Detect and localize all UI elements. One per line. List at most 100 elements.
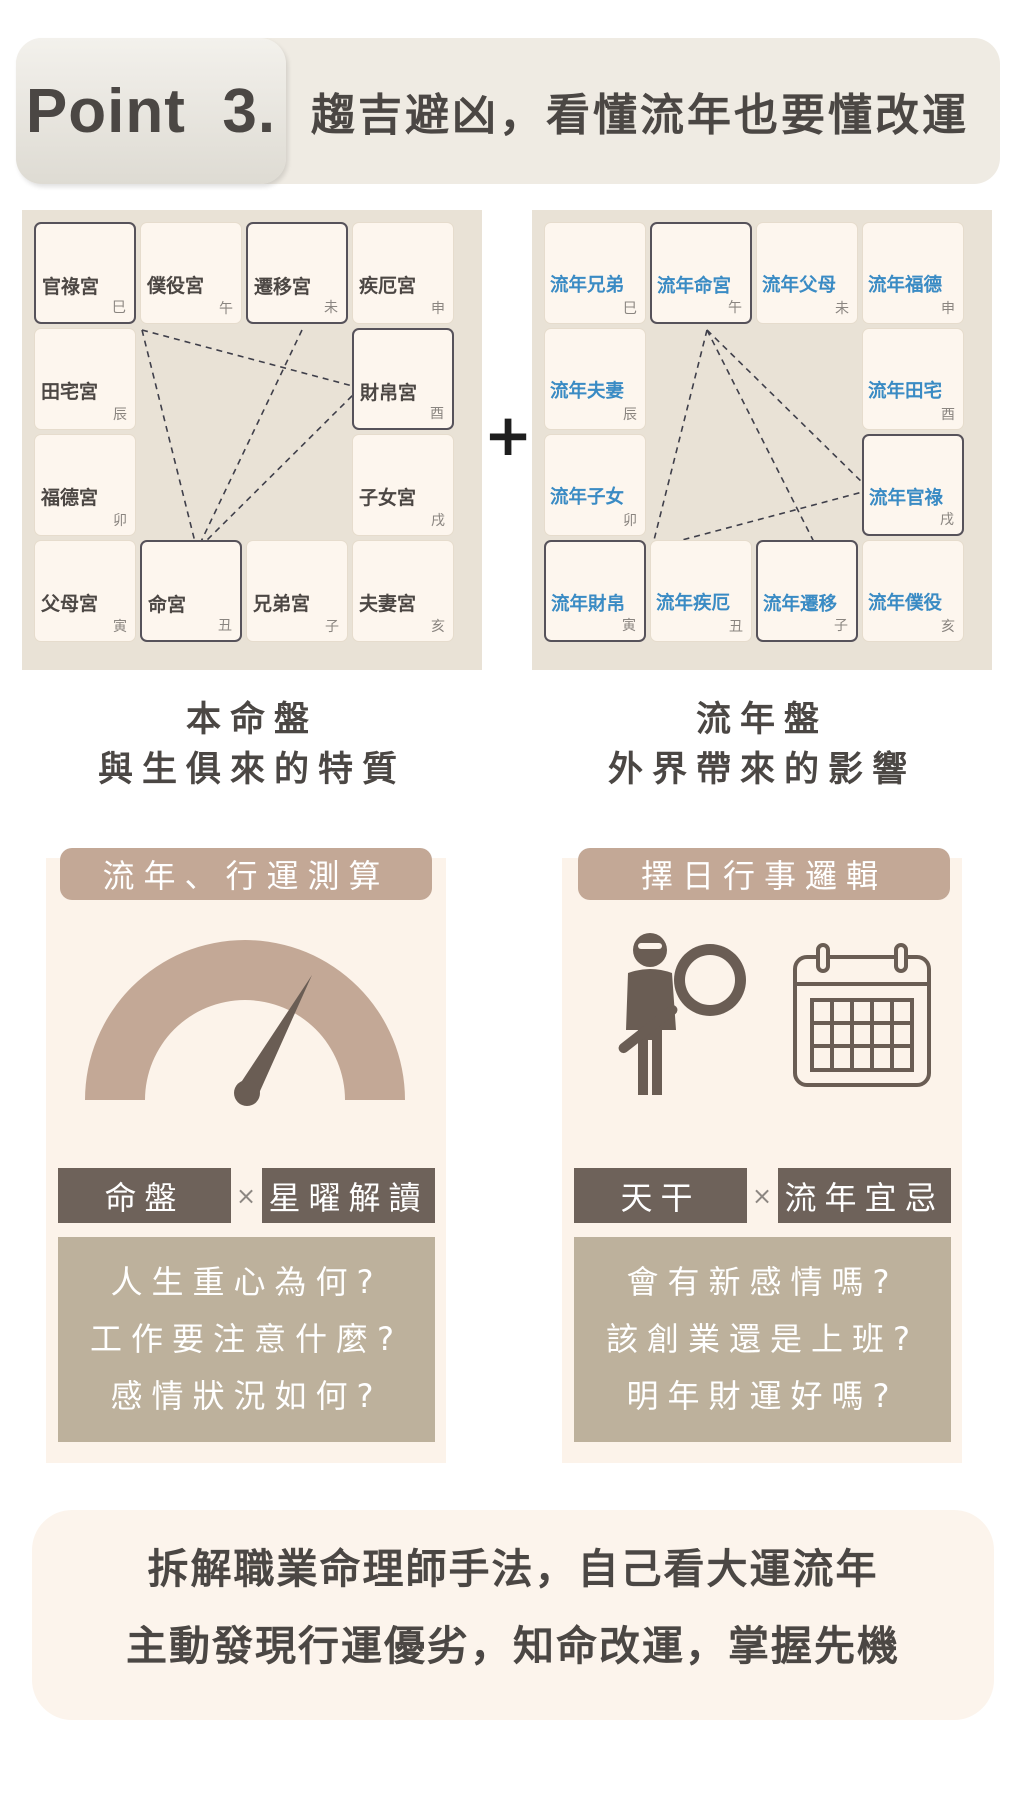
annual-palace-cell: 流年父母未 <box>756 222 858 324</box>
earthly-branch: 卯 <box>113 513 127 529</box>
star-reading-tag: 星曜解讀 <box>262 1168 435 1223</box>
palace-name: 流年疾厄 <box>656 593 731 614</box>
natal-palace-cell: 僕役宮午 <box>140 222 242 324</box>
annual-palace-cell: 流年福德申 <box>862 222 964 324</box>
question-item: 人生重心為何? <box>110 1263 383 1301</box>
point-label: Point 3. <box>25 76 277 146</box>
palace-name: 父母宮 <box>41 593 99 615</box>
earthly-branch: 卯 <box>623 513 637 529</box>
annual-chart: 流年兄弟巳流年命宮午流年父母未流年福德申流年田宅酉流年官祿戌流年僕役亥流年遷移子… <box>532 210 992 670</box>
annual-caption: 流年盤 外界帶來的影響 <box>532 695 992 795</box>
earthly-branch: 申 <box>431 301 445 317</box>
natal-caption-subtitle: 與生俱來的特質 <box>97 750 406 790</box>
palace-name: 田宅宮 <box>41 381 99 403</box>
earthly-branch: 子 <box>834 618 848 634</box>
question-item: 會有新感情嗎? <box>626 1263 899 1301</box>
earthly-branch: 酉 <box>430 406 444 422</box>
earthly-branch: 辰 <box>623 407 637 423</box>
annual-caption-subtitle: 外界帶來的影響 <box>607 750 916 790</box>
earthly-branch: 未 <box>324 300 338 316</box>
natal-palace-cell: 父母宮寅 <box>34 540 136 642</box>
question-item: 感情狀況如何? <box>110 1377 383 1415</box>
palace-name: 流年命宮 <box>657 276 732 297</box>
header-title: 趨吉避凶，看懂流年也要懂改運 <box>311 90 969 141</box>
earthly-branch: 酉 <box>941 407 955 423</box>
earthly-branch: 寅 <box>113 619 127 635</box>
palace-name: 夫妻宮 <box>359 593 417 615</box>
annual-palace-cell: 流年財帛寅 <box>544 540 646 642</box>
earthly-branch: 丑 <box>218 618 232 634</box>
earthly-branch: 巳 <box>112 300 126 316</box>
earthly-branch: 辰 <box>113 407 127 423</box>
question-item: 該創業還是上班? <box>606 1320 919 1358</box>
natal-questions: 人生重心為何? 工作要注意什麼? 感情狀況如何? <box>58 1237 435 1442</box>
palace-name: 流年僕役 <box>868 593 943 614</box>
natal-palace-cell: 命宮丑 <box>140 540 242 642</box>
natal-palace-cell: 官祿宮巳 <box>34 222 136 324</box>
footer-line-2: 主動發現行運優劣，知命改運，掌握先機 <box>126 1622 900 1670</box>
gauge-icon <box>80 935 410 1114</box>
natal-palace-cell: 疾厄宮申 <box>352 222 454 324</box>
natal-palace-cell: 子女宮戌 <box>352 434 454 536</box>
palace-name: 流年遷移 <box>763 594 838 615</box>
earthly-branch: 亥 <box>941 619 955 635</box>
annual-palace-cell: 流年官祿戌 <box>862 434 964 536</box>
annual-palace-cell: 流年子女卯 <box>544 434 646 536</box>
palace-name: 流年官祿 <box>869 488 944 509</box>
palace-name: 福德宮 <box>41 487 99 509</box>
palace-name: 命宮 <box>148 594 187 616</box>
annual-palace-cell: 流年疾厄丑 <box>650 540 752 642</box>
natal-palace-cell: 遷移宮未 <box>246 222 348 324</box>
annual-palace-cell: 流年遷移子 <box>756 540 858 642</box>
natal-caption-title: 本命盤 <box>185 700 318 740</box>
palace-name: 流年財帛 <box>551 594 626 615</box>
annual-chart-lines <box>651 329 871 549</box>
annual-palace-cell: 流年命宮午 <box>650 222 752 324</box>
annual-palace-cell: 流年夫妻辰 <box>544 328 646 430</box>
plus-sign: + <box>483 401 533 469</box>
natal-chart-lines <box>141 329 361 551</box>
earthly-branch: 亥 <box>431 619 445 635</box>
palace-name: 流年子女 <box>550 487 625 508</box>
palace-name: 疾厄宮 <box>359 275 417 297</box>
palace-name: 兄弟宮 <box>253 593 311 615</box>
palace-name: 官祿宮 <box>42 276 100 298</box>
palace-name: 遷移宮 <box>254 276 312 298</box>
earthly-branch: 巳 <box>623 301 637 317</box>
palace-name: 流年夫妻 <box>550 381 625 402</box>
natal-palace-cell: 田宅宮辰 <box>34 328 136 430</box>
annual-palace-cell: 流年兄弟巳 <box>544 222 646 324</box>
earthly-branch: 丑 <box>729 619 743 635</box>
multiply-icon: × <box>235 1181 257 1210</box>
palace-name: 流年田宅 <box>868 381 943 402</box>
earthly-branch: 未 <box>835 301 849 317</box>
question-item: 工作要注意什麼? <box>90 1320 403 1358</box>
natal-chart-tag: 命盤 <box>58 1168 231 1223</box>
earthly-branch: 寅 <box>622 618 636 634</box>
earthly-branch: 戌 <box>431 513 445 529</box>
palace-name: 財帛宮 <box>360 382 418 404</box>
palace-name: 流年福德 <box>868 275 943 296</box>
earthly-branch: 午 <box>728 300 742 316</box>
person-magnifier-icon <box>598 925 758 1104</box>
date-selection-title: 擇日行事邏輯 <box>578 848 950 900</box>
earthly-branch: 申 <box>941 301 955 317</box>
annual-palace-cell: 流年田宅酉 <box>862 328 964 430</box>
calendar-icon <box>790 942 935 1096</box>
annual-questions: 會有新感情嗎? 該創業還是上班? 明年財運好嗎? <box>574 1237 951 1442</box>
natal-palace-cell: 財帛宮酉 <box>352 328 454 430</box>
earthly-branch: 戌 <box>940 512 954 528</box>
fortune-calc-title: 流年、行運測算 <box>60 848 432 900</box>
palace-name: 僕役宮 <box>147 275 205 297</box>
annual-caption-title: 流年盤 <box>695 700 828 740</box>
footer-banner <box>32 1510 994 1720</box>
multiply-icon: × <box>751 1181 773 1210</box>
earthly-branch: 午 <box>219 301 233 317</box>
question-item: 明年財運好嗎? <box>626 1377 899 1415</box>
earthly-branch: 子 <box>325 619 339 635</box>
footer-line-1: 拆解職業命理師手法，自己看大運流年 <box>147 1545 879 1593</box>
heavenly-stem-tag: 天干 <box>574 1168 747 1223</box>
palace-name: 子女宮 <box>359 487 417 509</box>
palace-name: 流年父母 <box>762 275 837 296</box>
natal-palace-cell: 兄弟宮子 <box>246 540 348 642</box>
